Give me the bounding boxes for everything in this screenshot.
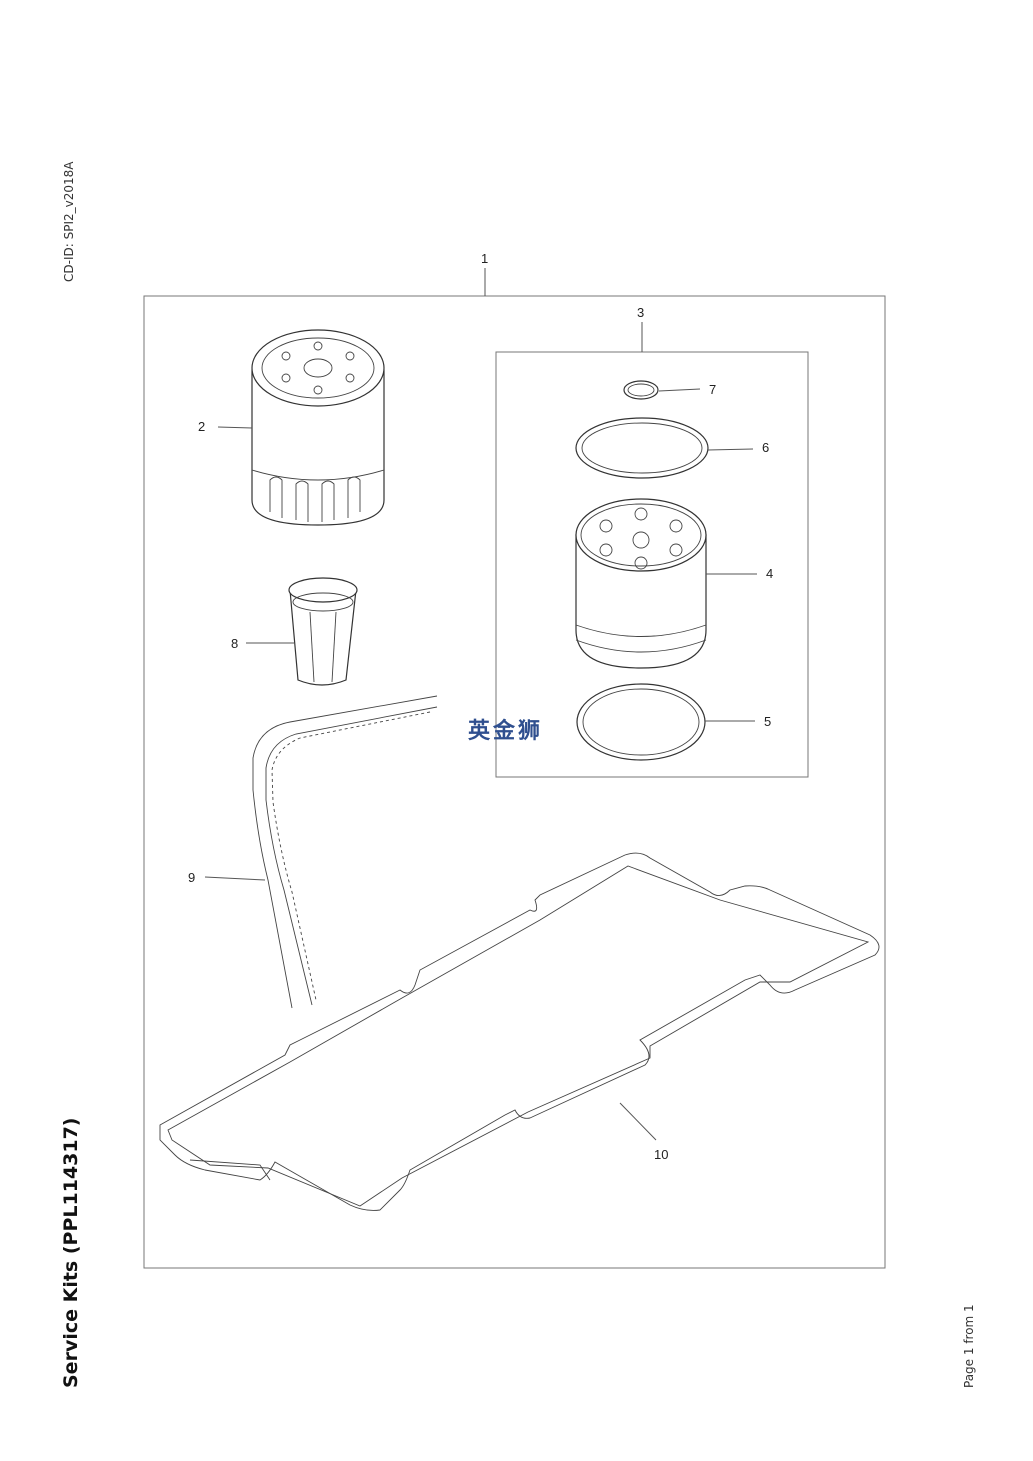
fuel-filter-element xyxy=(575,498,707,669)
callout-5: 5 xyxy=(764,714,771,729)
callout-3: 3 xyxy=(637,305,644,320)
valve-cover-gasket xyxy=(159,852,880,1211)
lower-seal-ring xyxy=(576,683,706,761)
fuel-filter-kit-frame xyxy=(495,351,809,778)
callout-4: 4 xyxy=(766,566,773,581)
timing-belt xyxy=(252,695,438,1009)
oil-filter xyxy=(251,329,385,526)
upper-seal-ring xyxy=(575,417,709,479)
callout-6: 6 xyxy=(762,440,769,455)
callout-7: 7 xyxy=(709,382,716,397)
watermark-logo: 英金狮 xyxy=(468,718,543,744)
callout-10: 10 xyxy=(654,1147,668,1162)
kit-frame xyxy=(143,295,886,1269)
callout-2: 2 xyxy=(198,419,205,434)
callout-1: 1 xyxy=(481,251,488,266)
callout-8: 8 xyxy=(231,636,238,651)
callout-9: 9 xyxy=(188,870,195,885)
strainer-cup xyxy=(288,577,358,686)
